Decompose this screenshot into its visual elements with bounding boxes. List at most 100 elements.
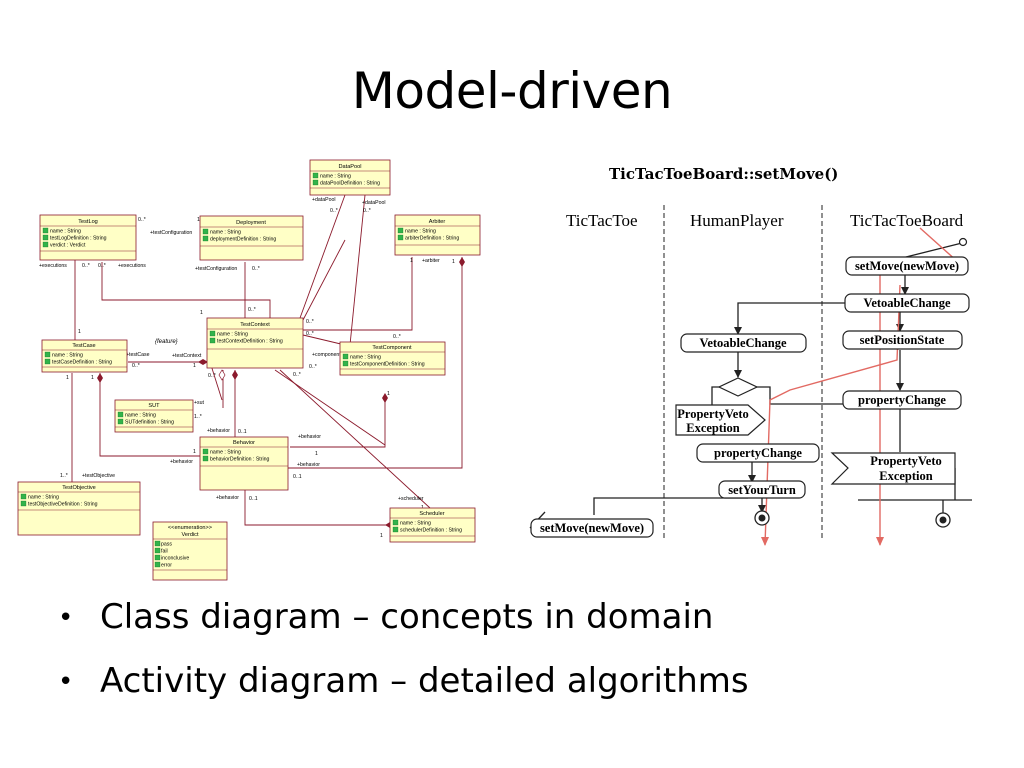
svg-text:0..*: 0..*: [293, 372, 301, 378]
class-testcase[interactable]: TestCase name : String testCaseDefinitio…: [41, 339, 128, 373]
svg-text:setYourTurn: setYourTurn: [728, 483, 796, 497]
svg-text:+executions: +executions: [118, 263, 146, 269]
svg-text:<<enumeration>>: <<enumeration>>: [168, 525, 212, 531]
bullet-dot-icon: •: [58, 603, 74, 633]
svg-text:+behavior: +behavior: [216, 495, 239, 501]
svg-text:Verdict: Verdict: [181, 532, 199, 538]
svg-text:SUTdefinition : String: SUTdefinition : String: [125, 420, 174, 426]
node-propertychange-right[interactable]: propertyChange: [842, 390, 962, 410]
class-behavior[interactable]: Behavior name : String behaviorDefinitio…: [199, 436, 289, 491]
svg-text:name : String: name : String: [28, 495, 59, 501]
svg-text:schedulerDefinition : String: schedulerDefinition : String: [400, 528, 462, 534]
svg-text:+executions: +executions: [39, 263, 67, 269]
bullet-dot-icon: •: [58, 667, 74, 697]
svg-text:verdict : Verdict: verdict : Verdict: [50, 243, 86, 249]
signal-propertyveto-left[interactable]: PropertyVeto Exception: [675, 404, 766, 436]
svg-text:TestContext: TestContext: [240, 322, 270, 328]
svg-text:+dataPool: +dataPool: [362, 200, 386, 206]
svg-text:setMove(newMove): setMove(newMove): [540, 521, 644, 535]
bullet-item: • Class diagram – concepts in domain: [58, 592, 749, 656]
svg-text:1: 1: [452, 259, 455, 265]
svg-text:1: 1: [193, 449, 196, 455]
node-setmove-bottom[interactable]: setMove(newMove): [530, 518, 654, 538]
svg-text:1: 1: [91, 375, 94, 381]
svg-text:0..*: 0..*: [132, 363, 140, 369]
lane-tictactoe: TicTacToe: [566, 211, 638, 230]
svg-text:testCaseDefinition : String: testCaseDefinition : String: [52, 360, 112, 366]
svg-text:+arbiter: +arbiter: [422, 258, 440, 264]
class-datapool[interactable]: DataPool name : String dataPoolDefinitio…: [309, 159, 391, 196]
svg-text:name : String: name : String: [320, 174, 351, 180]
svg-text:pass: pass: [161, 542, 172, 548]
svg-text:0..*: 0..*: [138, 217, 146, 223]
decision-node[interactable]: [717, 377, 759, 397]
node-setmove-top[interactable]: setMove(newMove): [845, 256, 969, 276]
svg-text:0..*: 0..*: [82, 263, 90, 269]
class-testcomponent[interactable]: TestComponent name : String testComponen…: [339, 341, 446, 376]
svg-text:PropertyVeto: PropertyVeto: [677, 407, 749, 421]
svg-text:VetoableChange: VetoableChange: [699, 336, 786, 350]
svg-text:name : String: name : String: [210, 230, 241, 236]
bullet-text: Activity diagram – detailed algorithms: [100, 661, 749, 701]
bullet-text: Class diagram – concepts in domain: [100, 597, 714, 637]
svg-text:0..*: 0..*: [330, 208, 338, 214]
svg-text:TestObjective: TestObjective: [62, 485, 96, 491]
svg-text:Exception: Exception: [686, 421, 740, 435]
svg-text:1..*: 1..*: [194, 414, 202, 420]
class-deployment[interactable]: Deployment name : String deploymentDefin…: [199, 215, 304, 261]
svg-text:1: 1: [197, 217, 200, 223]
class-testobjective[interactable]: TestObjective name : String testObjectiv…: [17, 481, 141, 536]
svg-text:+scheduler: +scheduler: [398, 496, 424, 502]
svg-text:Exception: Exception: [879, 469, 933, 483]
svg-text:+behavior: +behavior: [207, 428, 230, 434]
svg-text:+behavior: +behavior: [297, 462, 320, 468]
svg-text:+testObjective: +testObjective: [82, 473, 115, 479]
signal-propertyveto-right[interactable]: PropertyVeto Exception: [830, 452, 956, 485]
node-propertychange-mid[interactable]: propertyChange: [696, 443, 820, 463]
class-testcontext[interactable]: TestContext name : String testContextDef…: [206, 317, 304, 369]
svg-text:Deployment: Deployment: [236, 220, 266, 226]
activity-title: TicTacToeBoard::setMove(): [609, 165, 838, 183]
class-scheduler[interactable]: Scheduler name : String schedulerDefinit…: [389, 507, 476, 543]
svg-text:error: error: [161, 563, 172, 569]
svg-text:name : String: name : String: [405, 229, 436, 235]
svg-text:Behavior: Behavior: [233, 440, 255, 446]
svg-text:name : String: name : String: [217, 332, 248, 338]
class-testlog[interactable]: TestLog name : String testLogDefinition …: [39, 214, 137, 261]
svg-text:1: 1: [78, 329, 81, 335]
final-node-mid[interactable]: [754, 510, 770, 526]
node-vetoablechange-right[interactable]: VetoableChange: [844, 293, 970, 313]
final-node-right[interactable]: [935, 512, 951, 528]
svg-text:0..*: 0..*: [309, 364, 317, 370]
svg-text:0..*: 0..*: [306, 319, 314, 325]
node-vetoablechange-mid[interactable]: VetoableChange: [680, 333, 807, 353]
svg-text:+testCase: +testCase: [126, 352, 150, 358]
svg-text:PropertyVeto: PropertyVeto: [870, 454, 942, 468]
svg-text:testLogDefinition : String: testLogDefinition : String: [50, 236, 107, 242]
svg-text:Arbiter: Arbiter: [429, 219, 446, 225]
svg-text:0..*: 0..*: [208, 373, 216, 379]
svg-text:+sut: +sut: [194, 400, 205, 406]
node-setyourturn[interactable]: setYourTurn: [718, 480, 806, 499]
svg-text:dataPoolDefinition : String: dataPoolDefinition : String: [320, 181, 380, 187]
svg-text:+testConfiguration: +testConfiguration: [195, 266, 237, 272]
svg-text:1: 1: [387, 391, 390, 397]
svg-text:name : String: name : String: [125, 413, 156, 419]
class-verdict[interactable]: <<enumeration>> Verdict pass fail inconc…: [152, 521, 228, 581]
svg-text:deploymentDefinition : String: deploymentDefinition : String: [210, 237, 276, 243]
svg-text:testComponentDefinition : Stri: testComponentDefinition : String: [350, 362, 425, 368]
lane-tictactoeboard: TicTacToeBoard: [850, 211, 964, 230]
lane-humanplayer: HumanPlayer: [690, 211, 784, 230]
class-sut[interactable]: SUT name : String SUTdefinition : String: [114, 399, 194, 433]
class-arbiter[interactable]: Arbiter name : String arbiterDefinition …: [394, 214, 481, 256]
svg-text:testContextDefinition : String: testContextDefinition : String: [217, 339, 283, 345]
node-setpositionstate[interactable]: setPositionState: [842, 330, 963, 350]
activity-flows: [529, 237, 972, 529]
svg-text:+behavior: +behavior: [170, 459, 193, 465]
svg-text:1: 1: [315, 451, 318, 457]
svg-text:name : String: name : String: [50, 229, 81, 235]
class-role-labels: +dataPool +dataPool 0..* 0..* 0..* 1 +te…: [39, 197, 455, 539]
svg-text:TestCase: TestCase: [72, 343, 95, 349]
